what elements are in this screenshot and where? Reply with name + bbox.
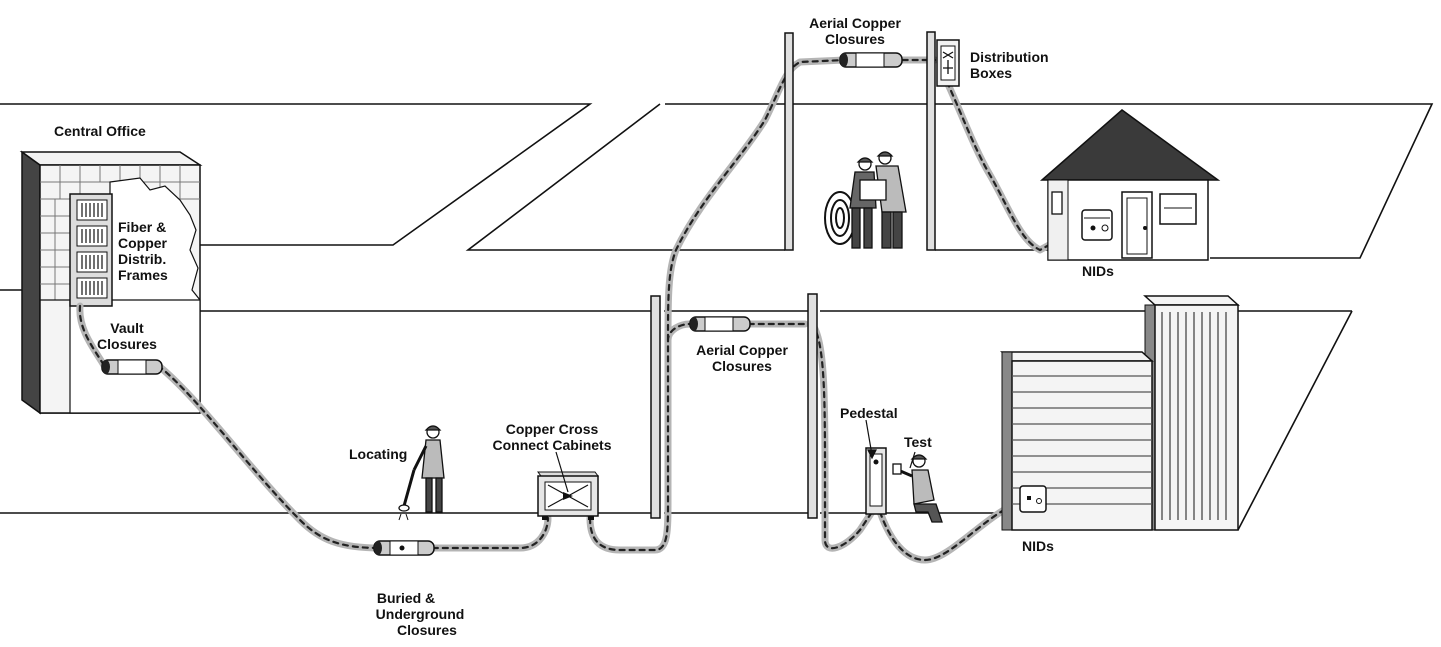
- label-line: Distrib.: [118, 251, 167, 267]
- house-window-right: [1159, 193, 1197, 225]
- buried-closure: [373, 540, 435, 556]
- label-line: Aerial Copper: [696, 342, 788, 358]
- office-building-tall: [1143, 295, 1240, 531]
- label-line: Copper Cross: [505, 421, 599, 437]
- cable-route: [76, 56, 1089, 564]
- vault-closure: [101, 359, 163, 375]
- cross-connect-cabinet: [537, 471, 599, 520]
- nid-box-building: [1019, 485, 1047, 513]
- house-window-left: [1051, 191, 1063, 215]
- nid-box-house: [1081, 209, 1113, 241]
- label-line: Closures: [97, 336, 157, 352]
- label-distribution-frames: Fiber & Copper Distrib. Frames: [118, 219, 168, 283]
- label-line: Closures: [712, 358, 772, 374]
- upper-left-street: [0, 103, 593, 246]
- technician-locating: [398, 425, 445, 521]
- house: [1040, 109, 1221, 261]
- label-copper-cross-connect: Copper Cross Connect Cabinets: [478, 421, 626, 453]
- label-line: Copper: [118, 235, 167, 251]
- label-line: Closures: [397, 622, 457, 638]
- office-building-short: [1000, 351, 1154, 531]
- aerial-closure-top: [839, 52, 903, 68]
- label-line: Distribution: [970, 49, 1049, 65]
- pointer-arrows: [555, 419, 916, 493]
- pedestal: [865, 447, 887, 515]
- label-line: Fiber &: [118, 219, 167, 235]
- label-test: Test: [904, 434, 932, 450]
- label-aerial-copper-top: Aerial Copper Closures: [800, 15, 910, 47]
- label-locating: Locating: [349, 446, 408, 462]
- label-pedestal: Pedestal: [840, 405, 898, 421]
- label-nids-house: NIDs: [1082, 263, 1114, 279]
- label-central-office: Central Office: [54, 123, 146, 139]
- label-distribution-boxes: Distribution Boxes: [970, 49, 1049, 81]
- label-line: Vault: [110, 320, 144, 336]
- label-line: Underground: [375, 606, 465, 622]
- upper-right-street: [665, 103, 1434, 259]
- aerial-closure-mid: [689, 316, 751, 332]
- pole-mid-left: [650, 295, 661, 519]
- label-line: Aerial Copper: [809, 15, 901, 31]
- pole-top-left: [784, 32, 794, 251]
- label-line: Boxes: [970, 65, 1013, 81]
- label-vault-closures: Vault Closures: [90, 320, 164, 352]
- distribution-frame-rack: [69, 193, 113, 307]
- label-line: Frames: [118, 267, 168, 283]
- technician-test: [892, 454, 943, 523]
- label-nids-building: NIDs: [1022, 538, 1054, 554]
- pole-top-right: [926, 31, 936, 251]
- label-line: Buried &: [376, 590, 436, 606]
- label-aerial-copper-mid: Aerial Copper Closures: [685, 342, 799, 374]
- label-line: Connect Cabinets: [492, 437, 612, 453]
- label-line: Closures: [825, 31, 885, 47]
- label-buried-closures: Buried & Underground Closures: [360, 590, 480, 638]
- utility-poles: [650, 31, 936, 519]
- distribution-box: [936, 39, 960, 87]
- upper-right-street-front: [465, 103, 785, 251]
- technician-pair: [824, 151, 907, 249]
- pole-mid-right: [807, 293, 818, 519]
